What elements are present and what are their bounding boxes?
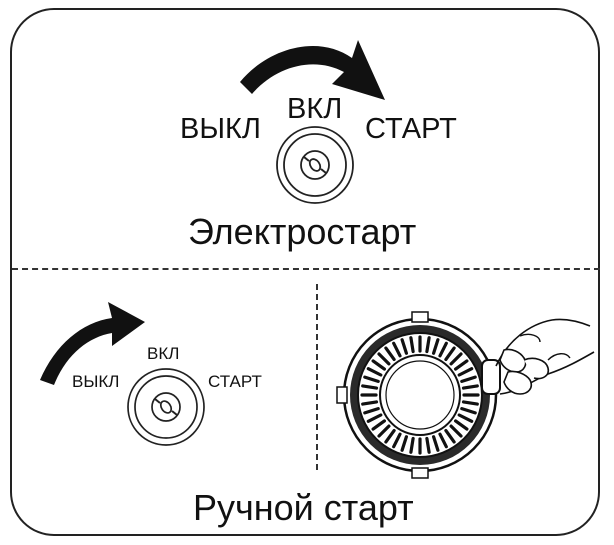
manual-divider: [316, 284, 318, 470]
recoil-starter-icon: [336, 311, 595, 479]
manual-start-title: Ручной старт: [193, 487, 414, 528]
ignition-switch-icon: [276, 126, 354, 204]
curved-arrow-icon: [40, 302, 145, 385]
manual-label-off: ВЫКЛ: [72, 372, 120, 391]
curved-arrow-icon: [240, 40, 385, 100]
electric-label-start: СТАРТ: [365, 113, 457, 145]
section-divider: [12, 268, 600, 270]
diagram-frame: [10, 8, 600, 536]
manual-label-start: СТАРТ: [208, 372, 262, 391]
electric-start-title: Электростарт: [188, 211, 417, 252]
electric-label-off: ВЫКЛ: [180, 113, 261, 145]
electric-label-on: ВКЛ: [287, 93, 343, 125]
manual-label-on: ВКЛ: [147, 344, 180, 363]
ignition-switch-icon: [127, 368, 205, 446]
